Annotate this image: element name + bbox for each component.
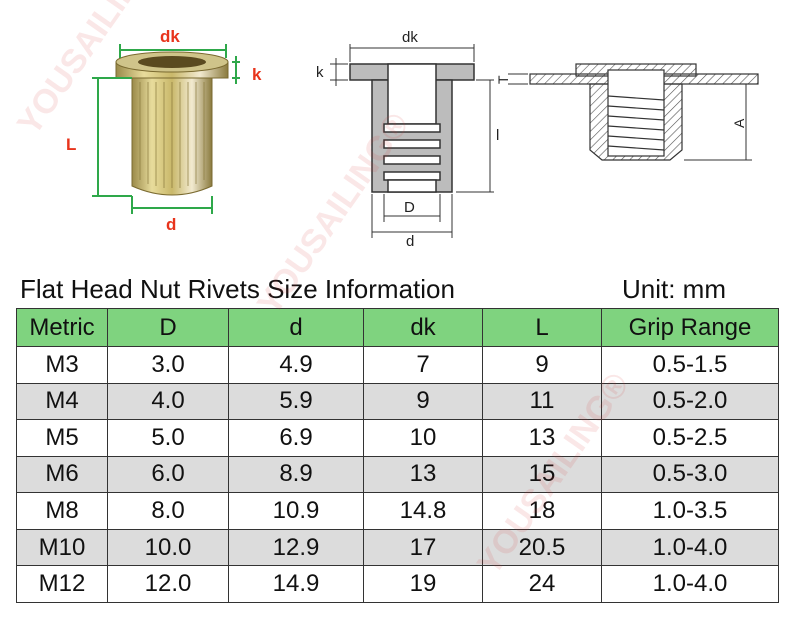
table-cell: 1.0-3.5 — [601, 492, 779, 530]
installed-dimensions — [508, 73, 752, 161]
table-cell: 9 — [482, 346, 602, 384]
table-cell: 0.5-2.5 — [601, 419, 779, 457]
table-cell: M5 — [16, 419, 108, 457]
table-header-row: Metric D d dk L Grip Range — [16, 308, 779, 347]
table-cell: 8.0 — [107, 492, 229, 530]
table-cell: 0.5-1.5 — [601, 346, 779, 384]
installed-label-A: A — [731, 118, 747, 128]
photo-dimensions — [92, 44, 240, 214]
table-cell: M4 — [16, 382, 108, 421]
column-header: L — [482, 308, 602, 347]
table-cell: M8 — [16, 492, 108, 530]
table-cell: 20.5 — [482, 528, 602, 567]
table-cell: 5.0 — [107, 419, 229, 457]
drawing-dimensions — [330, 44, 494, 238]
rivet-drawing — [349, 63, 475, 193]
table-cell: 12.9 — [228, 528, 364, 567]
table-cell: 14.9 — [228, 565, 364, 603]
table-cell: 0.5-3.0 — [601, 455, 779, 494]
drawing-label-D: D — [404, 199, 415, 216]
size-table: Metric D d dk L Grip Range M3 3.0 4.9 7 … — [16, 308, 779, 603]
table-cell: 4.9 — [228, 346, 364, 384]
table-cell: 5.9 — [228, 382, 364, 421]
table-row: M5 5.0 6.9 10 13 0.5-2.5 — [16, 419, 779, 457]
table-cell: 14.8 — [363, 492, 483, 530]
table-cell: 19 — [363, 565, 483, 603]
table-cell: M3 — [16, 346, 108, 384]
table-cell: 4.0 — [107, 382, 229, 421]
table-cell: 6.0 — [107, 455, 229, 494]
table-cell: 1.0-4.0 — [601, 565, 779, 603]
drawing-label-d: d — [406, 233, 414, 250]
column-header: D — [107, 308, 229, 347]
table-cell: 12.0 — [107, 565, 229, 603]
table-cell: M6 — [16, 455, 108, 494]
table-cell: 13 — [363, 455, 483, 494]
table-row: M10 10.0 12.9 17 20.5 1.0-4.0 — [16, 528, 779, 567]
table-cell: 17 — [363, 528, 483, 567]
table-cell: 10.0 — [107, 528, 229, 567]
table-cell: 24 — [482, 565, 602, 603]
heading-row: Flat Head Nut Rivets Size Information Un… — [0, 270, 800, 308]
table-cell: 3.0 — [107, 346, 229, 384]
drawing-label-k: k — [316, 64, 324, 81]
page-title: Flat Head Nut Rivets Size Information — [20, 274, 455, 304]
table-cell: 15 — [482, 455, 602, 494]
table-cell: 18 — [482, 492, 602, 530]
table-cell: 0.5-2.0 — [601, 382, 779, 421]
installed-label-T: T — [495, 75, 511, 84]
table-cell: 10.9 — [228, 492, 364, 530]
column-header: Grip Range — [601, 308, 779, 347]
table-row: M12 12.0 14.9 19 24 1.0-4.0 — [16, 565, 779, 603]
table-cell: M12 — [16, 565, 108, 603]
photo-label-k: k — [252, 65, 262, 84]
drawing-label-l: l — [496, 127, 499, 144]
column-header: d — [228, 308, 364, 347]
rivet-photo — [115, 51, 229, 196]
table-cell: 13 — [482, 419, 602, 457]
column-header: Metric — [16, 308, 108, 347]
column-header: dk — [363, 308, 483, 347]
product-figure: dk k L d dk k l D d — [66, 27, 759, 250]
table-cell: 9 — [363, 382, 483, 421]
table-row: M4 4.0 5.9 9 11 0.5-2.0 — [16, 382, 779, 421]
drawing-label-dk: dk — [402, 29, 418, 46]
table-cell: 10 — [363, 419, 483, 457]
table-cell: 7 — [363, 346, 483, 384]
photo-label-d: d — [166, 215, 176, 234]
table-cell: M10 — [16, 528, 108, 567]
installed-drawing — [529, 63, 759, 161]
table-cell: 11 — [482, 382, 602, 421]
table-cell: 6.9 — [228, 419, 364, 457]
photo-label-dk: dk — [160, 27, 180, 46]
unit-label: Unit: mm — [622, 274, 726, 304]
table-row: M6 6.0 8.9 13 15 0.5-3.0 — [16, 455, 779, 494]
table-cell: 1.0-4.0 — [601, 528, 779, 567]
table-row: M8 8.0 10.9 14.8 18 1.0-3.5 — [16, 492, 779, 530]
table-cell: 8.9 — [228, 455, 364, 494]
photo-label-L: L — [66, 135, 76, 154]
table-row: M3 3.0 4.9 7 9 0.5-1.5 — [16, 346, 779, 384]
